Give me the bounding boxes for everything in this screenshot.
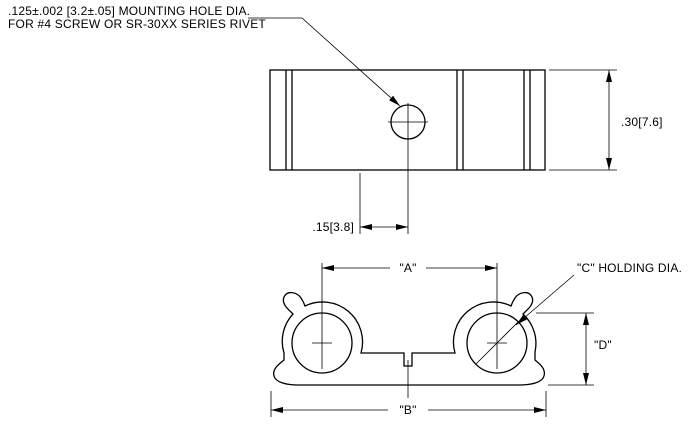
profile-centerlines: [312, 263, 507, 398]
holding-diameter-diagonal: [475, 321, 519, 365]
offset-dimension-text: .15[3.8]: [312, 220, 354, 234]
dimension-d: "D": [536, 312, 612, 386]
callout-line2: FOR #4 SCREW OR SR-30XX SERIES RIVET: [8, 17, 266, 31]
height-dimension: .30[7.6]: [549, 69, 663, 171]
top-view-body: [269, 69, 546, 171]
dim-a-text: "A": [399, 261, 416, 275]
dim-b-text: "B": [399, 403, 416, 417]
dimension-b: "B": [270, 391, 547, 417]
mounting-hole-centerlines: [388, 103, 428, 234]
height-extension-lines: [549, 69, 617, 171]
top-view: .125±.002 [3.2±.05] MOUNTING HOLE DIA. F…: [8, 4, 663, 234]
section-view: "A" "B" "D" "C" HOLDING DIA.: [270, 261, 682, 417]
top-view-groove-lines: [285, 70, 531, 170]
holding-dia-text: "C" HOLDING DIA.: [577, 261, 682, 275]
callout-leader-line: [248, 17, 401, 107]
height-dimension-text: .30[7.6]: [621, 115, 663, 129]
dim-d-text: "D": [594, 338, 612, 352]
holding-dia-leader-line: [515, 274, 575, 326]
callout-line1: .125±.002 [3.2±.05] MOUNTING HOLE DIA.: [8, 4, 250, 18]
offset-dimension: .15[3.8]: [312, 173, 408, 234]
dimension-a: "A": [322, 261, 497, 275]
mounting-hole-callout: .125±.002 [3.2±.05] MOUNTING HOLE DIA. F…: [8, 4, 401, 107]
holding-diameter-callout: "C" HOLDING DIA.: [515, 261, 682, 326]
profile-outline: [273, 291, 546, 386]
